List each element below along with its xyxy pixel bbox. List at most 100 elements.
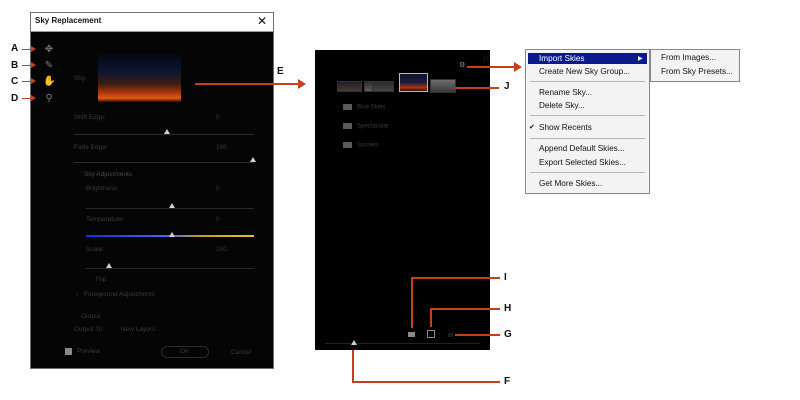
output-label: Output [81, 313, 101, 320]
fade-edge-value[interactable]: 100 [216, 144, 227, 151]
fade-edge-slider-track[interactable] [74, 162, 254, 163]
menu-separator [530, 172, 645, 173]
preview-label: Preview [77, 348, 101, 355]
ok-button[interactable]: OK [161, 346, 209, 358]
shift-edge-slider-track[interactable] [74, 134, 254, 135]
fade-edge-slider-thumb[interactable] [250, 157, 256, 162]
callout-a-arrowhead [31, 46, 36, 52]
sky-thumbnail[interactable] [372, 81, 394, 92]
dialog-titlebar: Sky Replacement ✕ [31, 13, 273, 32]
callout-b-arrowhead [31, 62, 36, 68]
thumbnail-size-slider-thumb[interactable] [351, 340, 357, 345]
menu-item-get-more-skies[interactable]: Get More Skies... [539, 179, 603, 188]
callout-a: A [11, 43, 19, 54]
folder-label: Blue Skies [357, 104, 386, 111]
hand-tool-icon[interactable]: ✋ [43, 76, 56, 87]
brightness-label: Brightness: [86, 185, 119, 192]
submenu-item-from-images[interactable]: From Images... [661, 53, 717, 62]
brightness-slider-thumb[interactable] [169, 203, 175, 208]
new-sky-icon[interactable] [427, 330, 435, 338]
flip-label[interactable]: Flip [96, 276, 107, 283]
callout-h: H [504, 303, 512, 314]
sky-adjustments-label[interactable]: Sky Adjustments [84, 171, 133, 178]
callout-f-line [352, 381, 500, 383]
scale-value[interactable]: 100 [216, 246, 227, 253]
brightness-slider-track[interactable] [86, 208, 254, 209]
foreground-adjustments-label[interactable]: Foreground Adjustments [84, 291, 155, 298]
menu-item-delete-sky[interactable]: Delete Sky... [539, 101, 585, 110]
callout-i-line-vertical [411, 277, 413, 328]
sky-thumbnail[interactable] [337, 81, 362, 92]
callout-j-line [455, 87, 499, 89]
menu-item-import-skies[interactable]: Import Skies [539, 54, 585, 63]
folder-icon [343, 142, 352, 148]
sky-label: Sky: [74, 75, 87, 82]
menu-item-append-default-skies[interactable]: Append Default Skies... [539, 144, 625, 153]
brush-tool-icon[interactable]: ✎ [44, 60, 54, 71]
callout-b-line [22, 65, 33, 66]
temperature-value[interactable]: 0 [216, 216, 220, 223]
callout-d-line [22, 98, 33, 99]
folder-icon [343, 104, 352, 110]
shift-edge-label: Shift Edge: [74, 114, 106, 121]
panel-flyout-menu: Import Skies ▶ Create New Sky Group... R… [525, 49, 650, 194]
callout-a-line [22, 49, 33, 50]
menu-item-show-recents[interactable]: Show Recents [539, 123, 592, 132]
brightness-value[interactable]: 0 [216, 185, 220, 192]
callout-e: E [277, 66, 284, 77]
folder-blue-skies[interactable]: Blue Skies [343, 104, 385, 111]
gear-icon[interactable]: ⚙ [459, 62, 466, 69]
close-icon[interactable]: ✕ [256, 14, 267, 28]
menu-item-create-new-sky-group[interactable]: Create New Sky Group... [539, 67, 631, 76]
output-to-label: Output To: [74, 326, 104, 333]
thumbnail-size-slider-track[interactable] [325, 343, 480, 344]
callout-h-line [430, 308, 500, 310]
checkmark-icon: ✔ [529, 124, 535, 131]
submenu-arrow-icon: ▶ [638, 56, 643, 62]
callout-b: B [11, 60, 19, 71]
temperature-slider-thumb[interactable] [169, 232, 175, 237]
menu-item-rename-sky[interactable]: Rename Sky... [539, 88, 593, 97]
cancel-button[interactable]: Cancel [231, 349, 252, 356]
callout-c: C [11, 76, 19, 87]
callout-k-arrowhead [514, 62, 522, 72]
callout-e-arrowhead [298, 79, 306, 89]
foreground-adjustments-chevron-icon[interactable]: › [76, 291, 79, 298]
new-group-folder-icon[interactable] [408, 332, 415, 337]
shift-edge-slider-thumb[interactable] [164, 129, 170, 134]
import-skies-submenu: From Images... From Sky Presets... [650, 49, 740, 82]
move-tool-icon[interactable]: ✥ [44, 44, 54, 55]
folder-spectacular[interactable]: Spectacular [343, 123, 389, 130]
sky-thumbnail-selected[interactable] [399, 73, 428, 92]
delete-sky-icon[interactable] [448, 333, 453, 337]
scale-slider-track[interactable] [86, 268, 254, 269]
callout-i: I [504, 272, 507, 283]
callout-k-line [467, 66, 515, 68]
dialog-title: Sky Replacement [35, 16, 102, 25]
folder-label: Spectacular [357, 123, 389, 130]
callout-d: D [11, 93, 19, 104]
callout-e-line [195, 83, 299, 85]
callout-c-line [22, 81, 33, 82]
zoom-tool-icon[interactable]: ⚲ [45, 93, 53, 104]
shift-edge-value[interactable]: 0 [216, 114, 220, 121]
menu-item-export-selected-skies[interactable]: Export Selected Skies... [539, 158, 626, 167]
callout-f: F [504, 376, 511, 387]
callout-g: G [504, 329, 512, 340]
submenu-item-from-sky-presets[interactable]: From Sky Presets... [661, 67, 733, 76]
scale-slider-thumb[interactable] [106, 263, 112, 268]
preview-checkbox[interactable] [65, 348, 72, 355]
callout-k: K [483, 54, 491, 65]
callout-j: J [504, 81, 510, 92]
folder-label: Sunsets [357, 142, 379, 149]
callout-f-line-vertical [352, 350, 354, 382]
sky-thumbnail[interactable] [430, 79, 456, 93]
output-to-select[interactable]: New Layers [121, 326, 156, 333]
menu-highlight [528, 53, 647, 64]
folder-icon [343, 123, 352, 129]
sky-thumbnail-preview[interactable] [98, 54, 181, 102]
scale-label: Scale: [86, 246, 105, 253]
menu-separator [530, 115, 645, 116]
folder-sunsets[interactable]: Sunsets [343, 142, 379, 149]
sky-presets-panel: ⚙ Blue Skies Spectacular Sunsets [315, 50, 490, 350]
